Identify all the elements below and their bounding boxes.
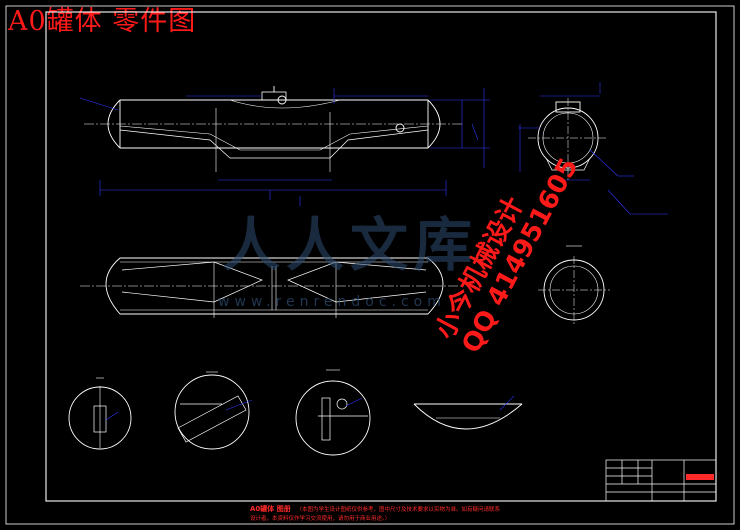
caption-title: A0罐体 图册 <box>250 505 291 513</box>
detail-view-2 <box>174 371 250 450</box>
side-view-dimensions <box>518 82 668 215</box>
front-view-dimensions <box>79 88 490 206</box>
outer-border <box>5 5 735 525</box>
title-block <box>605 459 717 502</box>
cross-section-view <box>538 245 610 324</box>
detail-view-3 <box>295 369 371 456</box>
caption: A0罐体 图册 （本图为学生设计图纸仅供参考，图中尺寸及技术要求以实物为准。如有… <box>250 505 500 524</box>
watermark-logo: 人人文库 <box>222 211 479 279</box>
tank-top-view <box>80 257 462 318</box>
inner-border <box>45 11 717 502</box>
detail-view-1 <box>68 377 132 450</box>
tank-front-view <box>107 86 441 172</box>
drawing-title: A0罐体 零件图 <box>8 6 197 37</box>
watermark-url: www.renrendoc.com <box>218 294 446 310</box>
tank-side-view <box>528 98 608 180</box>
detail-view-4 <box>413 403 523 430</box>
caption-body: （本图为学生设计图纸仅供参考，图中尺寸及技术要求以实物为准。如有疑问请联系设计者… <box>250 507 500 522</box>
detail-leaders <box>105 395 515 421</box>
